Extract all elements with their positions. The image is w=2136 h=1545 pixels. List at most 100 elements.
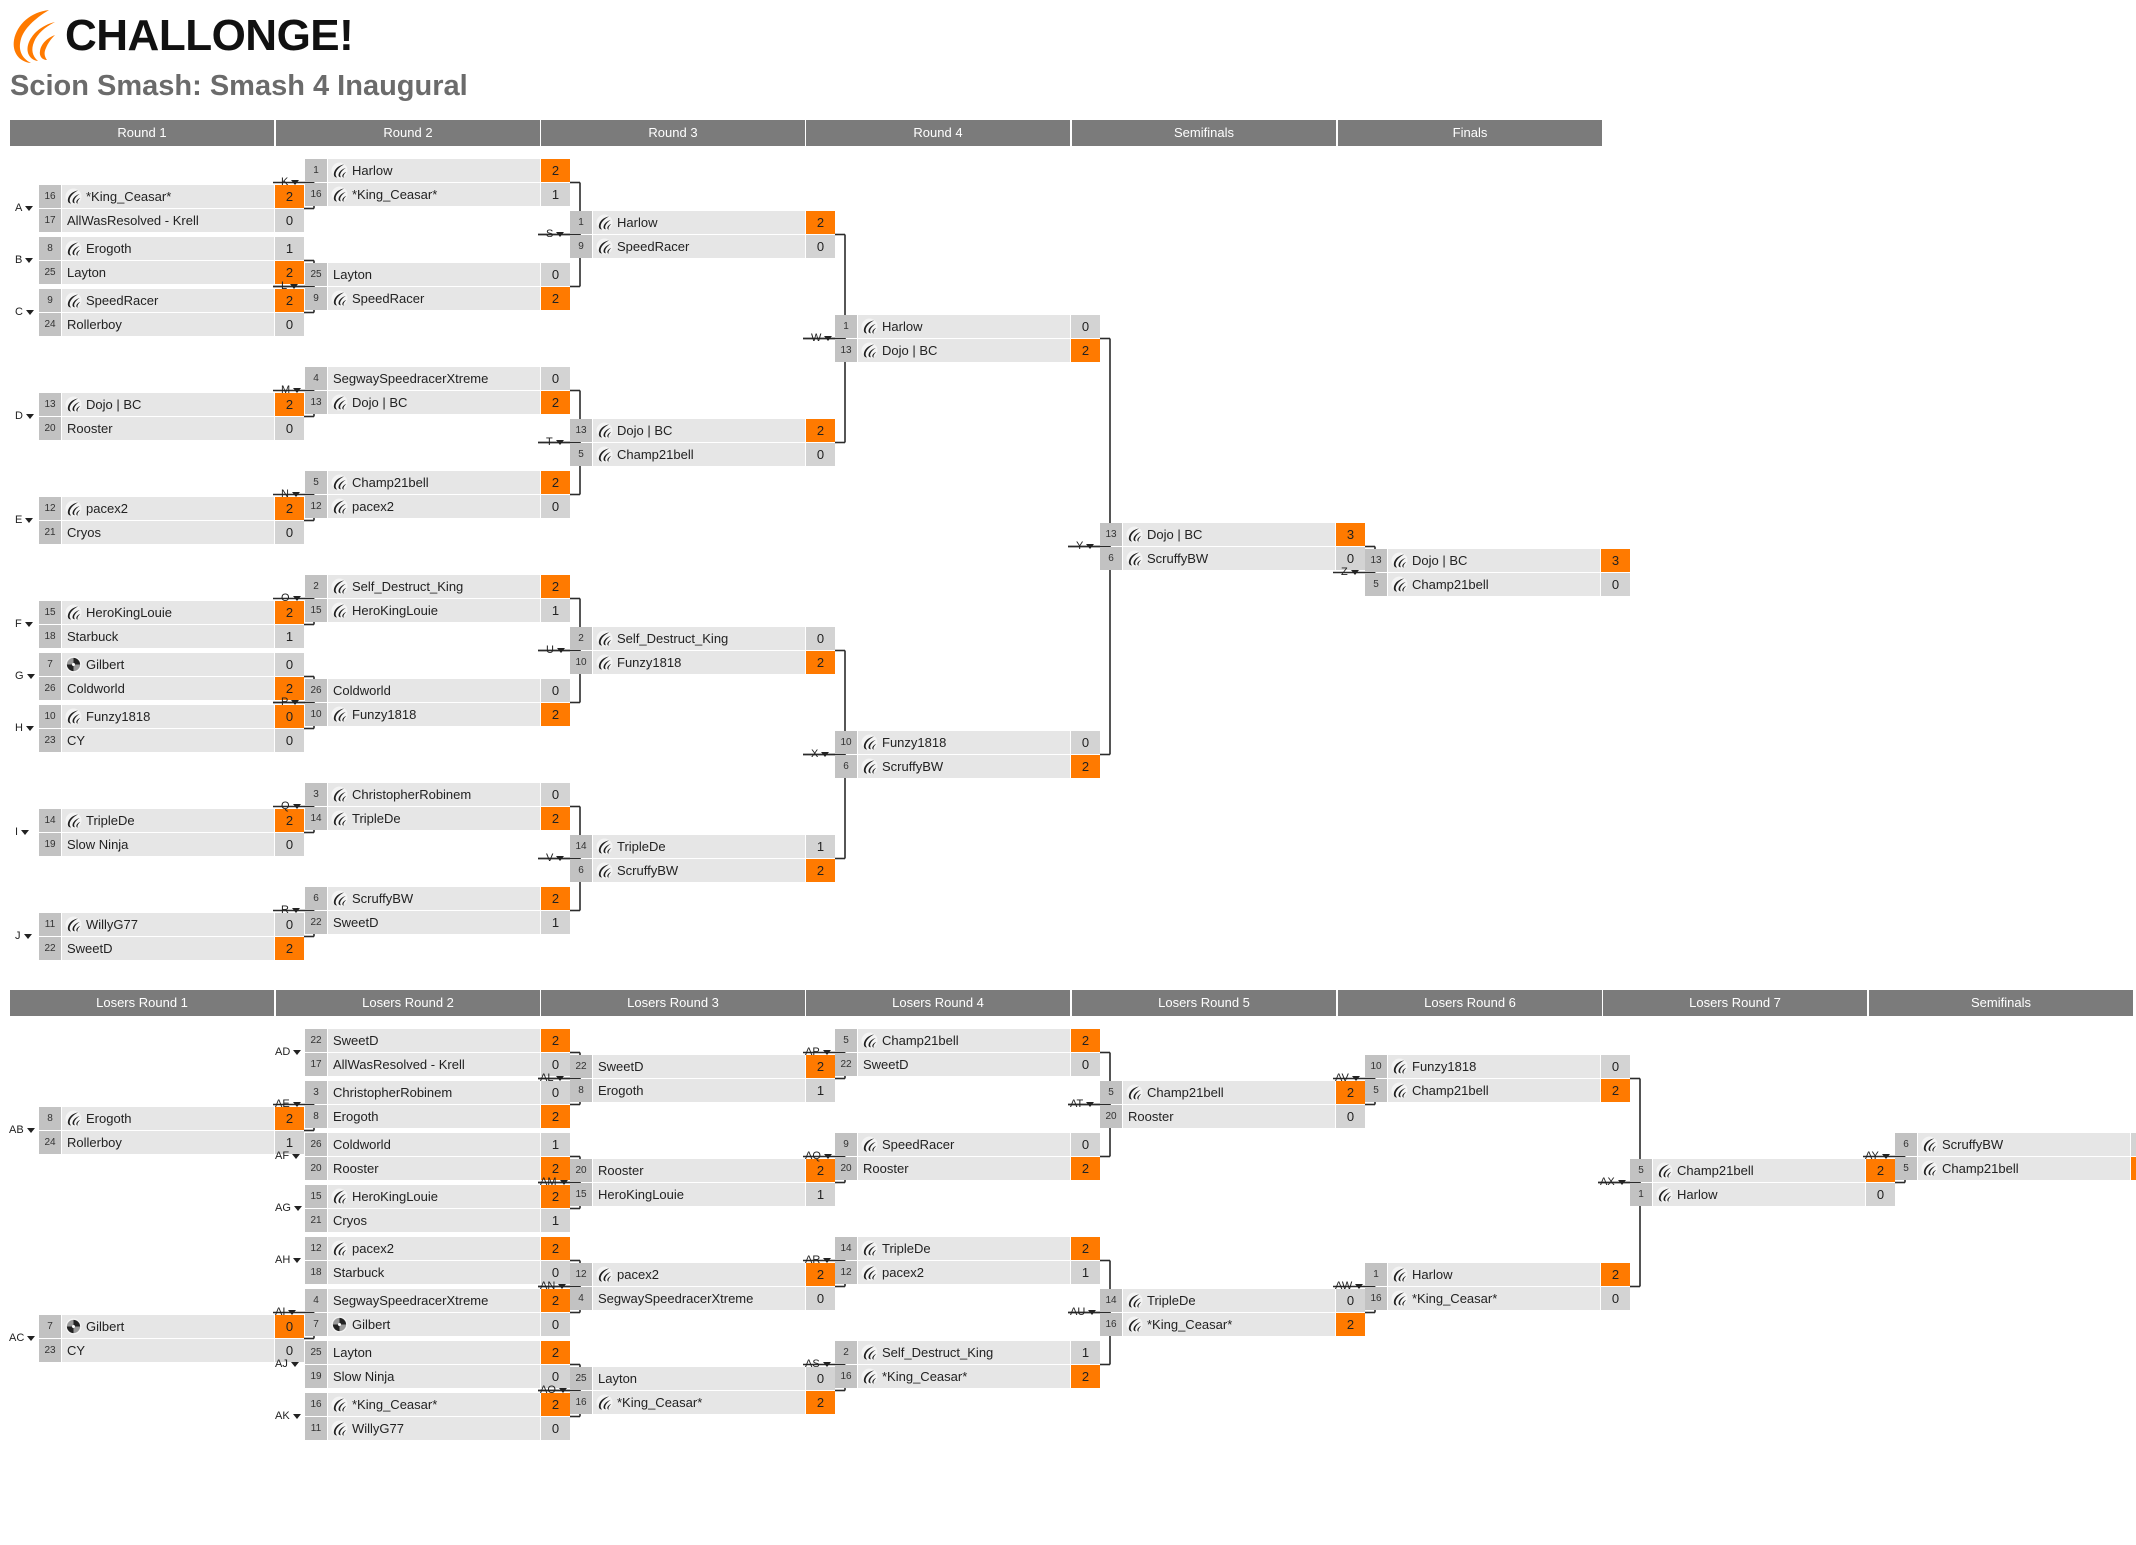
participant-row[interactable]: 16*King_Ceasar*2 [39,185,304,208]
participant-box[interactable]: ScruffyBW [1918,1133,2130,1156]
participant-box[interactable]: Funzy1818 [858,731,1070,754]
match-identifier[interactable]: O [281,592,301,604]
participant-box[interactable]: Layton [328,263,540,286]
participant-row[interactable]: 16*King_Ceasar*2 [570,1391,835,1414]
participant-box[interactable]: Coldworld [62,677,274,700]
participant-box[interactable]: ChristopherRobinem [328,1081,540,1104]
match-identifier[interactable]: AV [1335,1072,1360,1084]
participant-box[interactable]: Funzy1818 [593,651,805,674]
participant-box[interactable]: HeroKingLouie [593,1183,805,1206]
participant-box[interactable]: Funzy1818 [62,705,274,728]
match-identifier[interactable]: X [811,748,830,760]
participant-box[interactable]: Gilbert [62,653,274,676]
participant-box[interactable]: Champ21bell [1388,573,1600,596]
participant-box[interactable]: TripleDe [328,807,540,830]
participant-box[interactable]: *King_Ceasar* [593,1391,805,1414]
match-identifier[interactable]: A [15,202,34,214]
participant-box[interactable]: HeroKingLouie [328,1185,540,1208]
participant-box[interactable]: *King_Ceasar* [858,1365,1070,1388]
participant-box[interactable]: Self_Destruct_King [593,627,805,650]
participant-box[interactable]: Erogoth [62,1107,274,1130]
participant-box[interactable]: Rollerboy [62,313,274,336]
match-identifier[interactable]: V [546,852,565,864]
participant-box[interactable]: Funzy1818 [1388,1055,1600,1078]
participant-box[interactable]: Champ21bell [1653,1159,1865,1182]
match-identifier[interactable]: C [15,306,34,318]
participant-box[interactable]: pacex2 [593,1263,805,1286]
participant-box[interactable]: SweetD [593,1055,805,1078]
participant-box[interactable]: SpeedRacer [62,289,274,312]
participant-box[interactable]: Champ21bell [1918,1157,2130,1180]
participant-box[interactable]: pacex2 [328,495,540,518]
match-identifier[interactable]: AX [1600,1176,1626,1188]
participant-row[interactable]: 16*King_Ceasar*1 [305,183,570,206]
match-identifier[interactable]: AN [540,1280,567,1292]
participant-box[interactable]: Dojo | BC [62,393,274,416]
participant-box[interactable]: SweetD [328,1029,540,1052]
participant-box[interactable]: Dojo | BC [1123,523,1335,546]
match-identifier[interactable]: Z [1341,566,1359,578]
match-identifier[interactable]: AF [275,1150,301,1162]
participant-box[interactable]: Harlow [593,211,805,234]
participant-box[interactable]: *King_Ceasar* [1123,1313,1335,1336]
match-identifier[interactable]: L [281,280,299,292]
participant-box[interactable]: Starbuck [62,625,274,648]
participant-box[interactable]: *King_Ceasar* [1388,1287,1600,1310]
participant-box[interactable]: Dojo | BC [328,391,540,414]
match-identifier[interactable]: AL [540,1072,565,1084]
participant-box[interactable]: ScruffyBW [1123,547,1335,570]
participant-box[interactable]: Coldworld [328,1133,540,1156]
participant-box[interactable]: Starbuck [328,1261,540,1284]
participant-box[interactable]: HeroKingLouie [328,599,540,622]
participant-box[interactable]: ChristopherRobinem [328,783,540,806]
participant-box[interactable]: Champ21bell [858,1029,1070,1052]
participant-box[interactable]: Champ21bell [593,443,805,466]
participant-box[interactable]: Harlow [1388,1263,1600,1286]
participant-box[interactable]: Rollerboy [62,1131,274,1154]
participant-box[interactable]: WillyG77 [328,1417,540,1440]
